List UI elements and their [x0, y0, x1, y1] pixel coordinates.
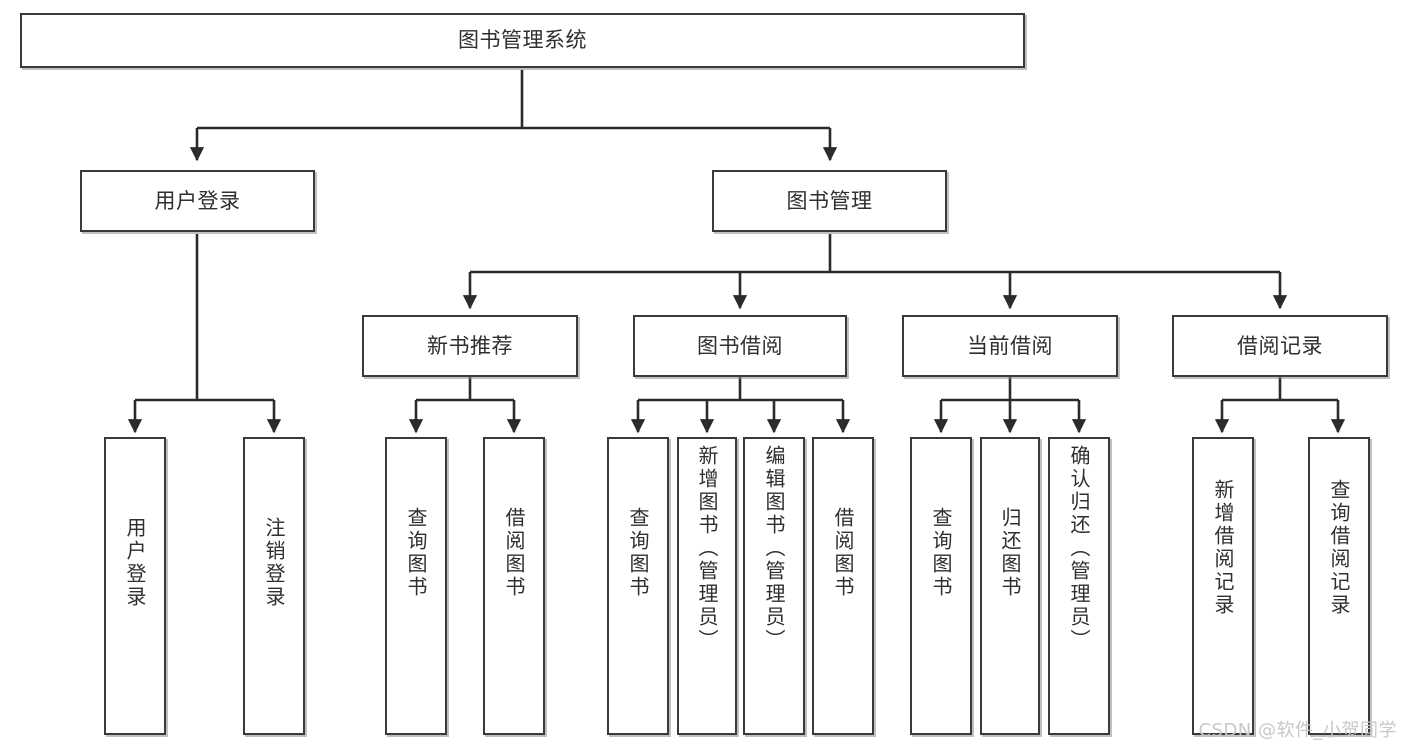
node-label: 借阅记录 [1237, 333, 1323, 358]
node-label: 新增图书（管理员） [695, 445, 719, 652]
node-label: 借阅图书 [831, 507, 855, 599]
node-current-borrow[interactable]: 当前借阅 [902, 315, 1118, 377]
node-label: 查询图书 [929, 507, 953, 599]
node-book-manage[interactable]: 图书管理 [712, 170, 947, 232]
csdn-watermark: CSDN @软件_小贺同学 [1198, 720, 1397, 741]
node-label: 查询图书 [404, 507, 428, 599]
node-label: 图书管理 [786, 188, 873, 213]
node-leaf-borrow-book-2[interactable]: 借阅图书 [812, 437, 874, 735]
node-label: 用户登录 [154, 188, 241, 213]
node-label: 归还图书 [998, 507, 1022, 599]
node-label: 确认归还（管理员） [1067, 445, 1091, 652]
node-leaf-query-record[interactable]: 查询借阅记录 [1308, 437, 1370, 735]
node-leaf-query-book-3[interactable]: 查询图书 [910, 437, 972, 735]
node-leaf-add-book[interactable]: 新增图书（管理员） [677, 437, 737, 735]
node-label: 借阅图书 [502, 507, 526, 599]
node-label: 查询图书 [626, 507, 650, 599]
node-label: 注销登录 [262, 517, 286, 609]
node-leaf-logout-login[interactable]: 注销登录 [243, 437, 305, 735]
node-book-borrow[interactable]: 图书借阅 [633, 315, 847, 377]
node-label: 新增借阅记录 [1211, 479, 1235, 617]
node-leaf-return-book[interactable]: 归还图书 [980, 437, 1040, 735]
node-label: 编辑图书（管理员） [762, 445, 786, 652]
node-leaf-borrow-book-1[interactable]: 借阅图书 [483, 437, 545, 735]
node-label: 图书借阅 [697, 333, 783, 358]
node-new-book-recommend[interactable]: 新书推荐 [362, 315, 578, 377]
node-label: 当前借阅 [967, 333, 1053, 358]
node-leaf-query-book-1[interactable]: 查询图书 [385, 437, 447, 735]
node-leaf-add-record[interactable]: 新增借阅记录 [1192, 437, 1254, 735]
node-label: 图书管理系统 [458, 28, 587, 53]
node-leaf-user-login[interactable]: 用户登录 [104, 437, 166, 735]
node-leaf-confirm-return[interactable]: 确认归还（管理员） [1048, 437, 1110, 735]
node-label: 新书推荐 [427, 333, 513, 358]
node-user-login[interactable]: 用户登录 [80, 170, 315, 232]
node-label: 查询借阅记录 [1327, 479, 1351, 617]
node-leaf-query-book-2[interactable]: 查询图书 [607, 437, 669, 735]
node-leaf-edit-book[interactable]: 编辑图书（管理员） [743, 437, 805, 735]
node-borrow-record[interactable]: 借阅记录 [1172, 315, 1388, 377]
node-label: 用户登录 [123, 517, 147, 609]
node-root-system[interactable]: 图书管理系统 [20, 13, 1025, 68]
